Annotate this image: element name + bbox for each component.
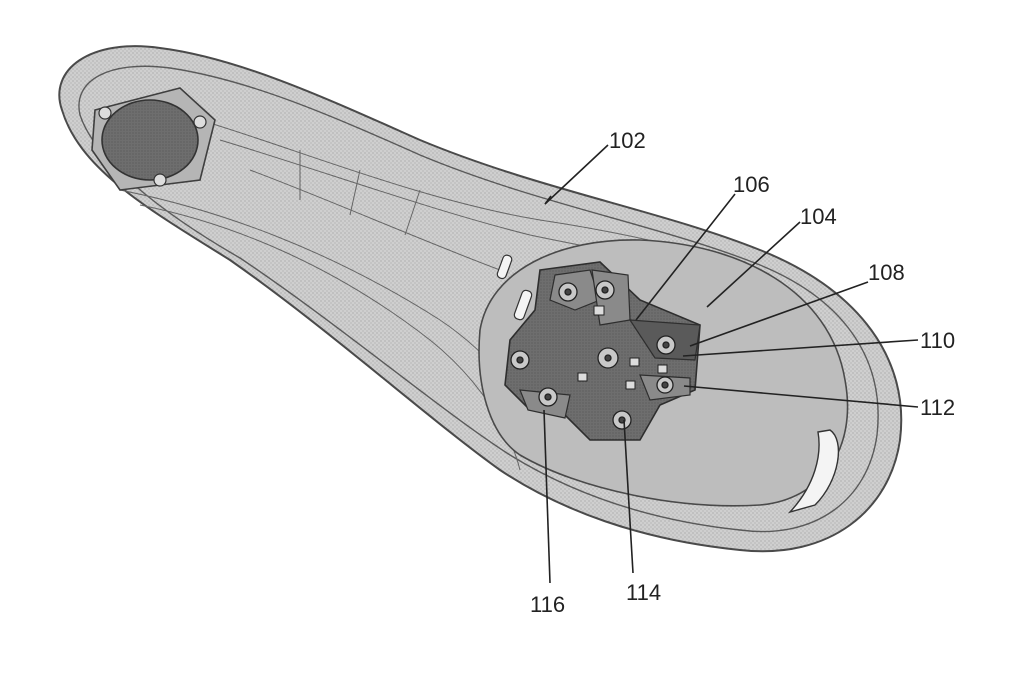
ref-112: 112 [920,395,955,420]
ref-106: 106 [733,172,770,197]
leader-lines [543,144,919,584]
ref-116: 116 [530,592,565,617]
toe-slot [787,429,840,514]
sensor-nodes [510,280,676,430]
ref-104: 104 [800,204,837,229]
side-slot-2 [496,254,513,280]
sensor-array [504,261,701,441]
side-slot-1 [513,289,533,321]
ref-108: 108 [868,260,905,285]
sensor-chips [577,305,668,390]
ref-110: 110 [920,328,955,353]
ref-102: 102 [609,128,646,153]
reference-numerals: 102 106 104 108 110 112 116 114 [530,128,955,617]
heel-sensor [91,87,216,191]
insole-inner-rim [78,65,879,533]
ref-114: 114 [626,580,661,605]
